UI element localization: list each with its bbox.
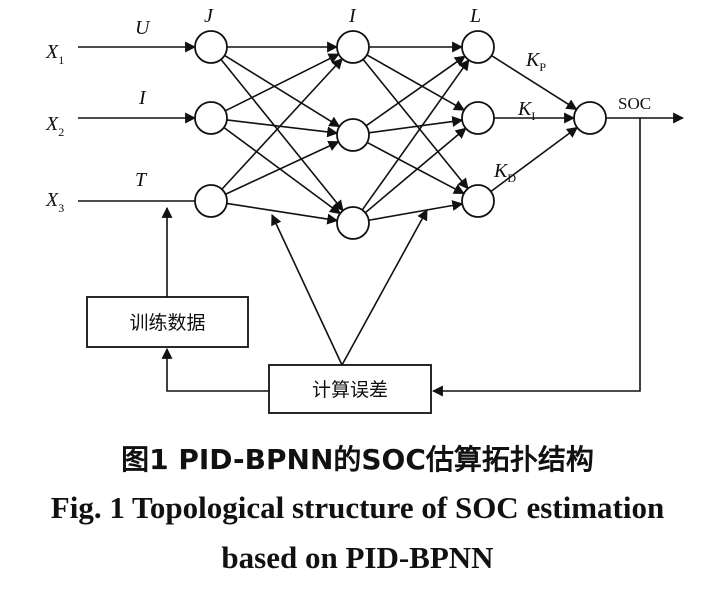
edge-h3-l3 [368,200,464,222]
soc-output-label: SOC [618,94,651,113]
edge-h2-l3 [366,141,465,195]
caption-english-line1: Fig. 1 Topological structure of SOC esti… [50,490,665,525]
caption-chinese: 图1 PID-BPNN的SOC估算拓扑结构 [121,443,594,476]
edge-j1-h2 [224,54,341,128]
signal-label-t: T [135,169,148,191]
edge-j2-h2 [226,119,339,138]
edge-h3-l1 [361,59,470,211]
hidden-neuron-2 [336,118,370,152]
input-neuron-3 [194,184,228,218]
soc-neuron [573,101,607,135]
output-neuron-3 [461,184,495,218]
layer-label-input: J [204,5,214,27]
edge-h2-l1 [365,55,466,127]
signal-label-i: I [138,87,147,109]
input-label-x1: X1 [45,41,64,67]
edge-h2-l2 [368,116,464,134]
input-label-x3: X3 [45,189,64,215]
layer-label-hidden: I [348,5,357,27]
network-diagram: X1 X2 X3 U I T J I L KP KI KD SOC 训练数据 计… [45,5,685,414]
error-update-left [271,214,343,366]
error-update-right [341,209,428,366]
edge-h3-l2 [364,127,467,214]
error-to-training-line [161,347,269,392]
input-label-x2: X2 [45,113,64,139]
neurons [194,30,607,240]
hidden-neuron-1 [336,30,370,64]
gain-label-kd: KD [493,160,516,185]
edge-j2-h3 [223,126,342,215]
hidden-neuron-3 [336,206,370,240]
calc-error-box [268,364,432,414]
edge-h1-l2 [366,54,466,111]
gain-label-kp: KP [525,49,546,74]
input-neuron-1 [194,30,228,64]
edge-l1-soc [491,54,578,111]
calc-error-label: 计算误差 [312,379,388,401]
edge-l3-soc [490,126,579,193]
feedback-line [431,118,641,397]
edge-h1-l3 [362,58,469,190]
edge-j3-h2 [225,140,340,195]
signal-label-u: U [135,17,151,39]
layer-label-output: L [469,5,481,27]
training-data-box [86,296,249,348]
output-neuron-1 [461,30,495,64]
output-neuron-2 [461,101,495,135]
edge-j3-h1 [221,57,343,190]
connections [78,41,685,397]
edge-j2-h1 [224,53,340,112]
caption-english-line2: based on PID-BPNN [221,540,494,575]
training-data-label: 训练数据 [129,312,205,334]
edge-j3-h3 [226,202,339,225]
gain-label-ki: KI [517,98,535,123]
input-neuron-2 [194,101,228,135]
edge-j1-h3 [220,58,344,212]
